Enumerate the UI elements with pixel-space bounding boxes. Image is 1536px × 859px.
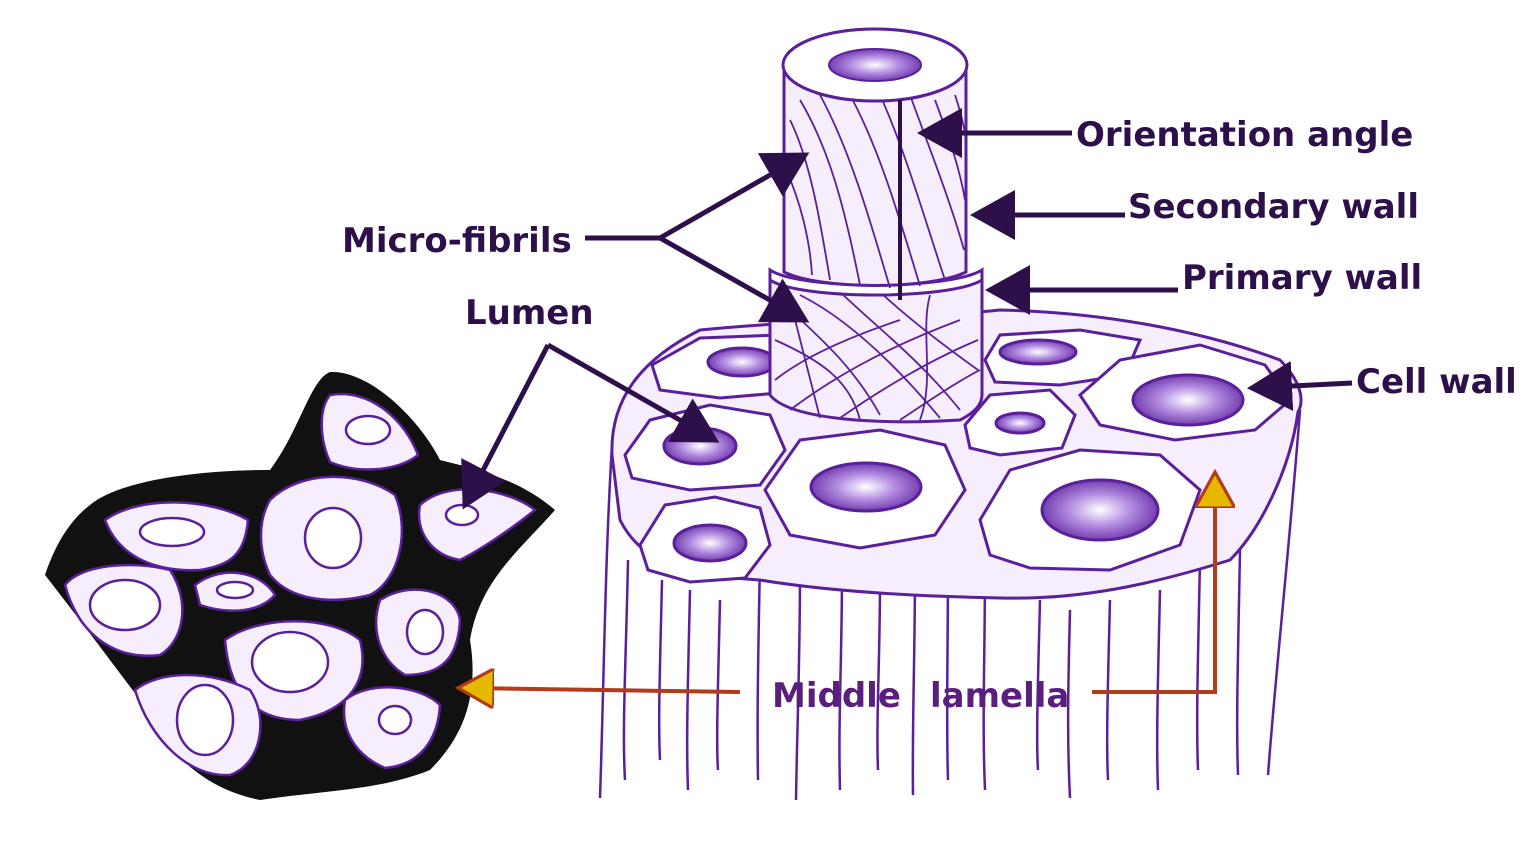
lumen xyxy=(250,630,330,694)
lumen xyxy=(809,461,923,513)
lumen xyxy=(994,411,1046,435)
fiber-cylinder xyxy=(768,27,984,424)
middle-lamella-arrows xyxy=(462,476,1215,692)
lumen xyxy=(377,704,413,736)
label-orientation-angle: Orientation angle xyxy=(1076,115,1413,155)
lumen xyxy=(1131,373,1245,427)
lumen xyxy=(303,506,363,570)
bundle-cells xyxy=(623,328,1293,584)
lumen xyxy=(672,523,748,563)
label-middle: Middle xyxy=(772,676,901,716)
lumen xyxy=(405,608,445,656)
tissue-cross-section xyxy=(45,371,555,800)
label-micro-fibrils: Micro-fibrils xyxy=(342,221,572,261)
lumen xyxy=(444,503,480,527)
lumen xyxy=(998,338,1078,366)
lumen-arrow-tissue xyxy=(461,343,551,510)
label-lamella: lamella xyxy=(930,676,1069,716)
cell-wall-arrow xyxy=(1247,361,1353,411)
micro-fibrils-arrow-lower xyxy=(658,235,810,323)
callout-arrows xyxy=(461,108,1353,510)
label-lumen: Lumen xyxy=(465,293,594,333)
lumen xyxy=(1040,478,1160,542)
lumen xyxy=(706,346,778,378)
label-cell-wall: Cell wall xyxy=(1356,362,1517,402)
middle-lamella-arrow-right xyxy=(1092,476,1215,694)
lumen xyxy=(215,580,255,600)
lumen xyxy=(828,48,922,82)
lumen xyxy=(88,578,162,632)
label-secondary-wall: Secondary wall xyxy=(1128,187,1419,227)
lumen xyxy=(175,683,235,757)
lumen-arrow-bundle xyxy=(546,342,720,443)
label-primary-wall: Primary wall xyxy=(1182,258,1422,298)
lumen xyxy=(138,516,206,548)
lumen xyxy=(344,414,392,446)
tissue-cells xyxy=(63,392,538,777)
primary-wall-fibrils xyxy=(774,291,981,421)
middle-lamella-arrow-left xyxy=(462,688,741,692)
micro-fibrils-arrow-upper xyxy=(658,152,810,241)
